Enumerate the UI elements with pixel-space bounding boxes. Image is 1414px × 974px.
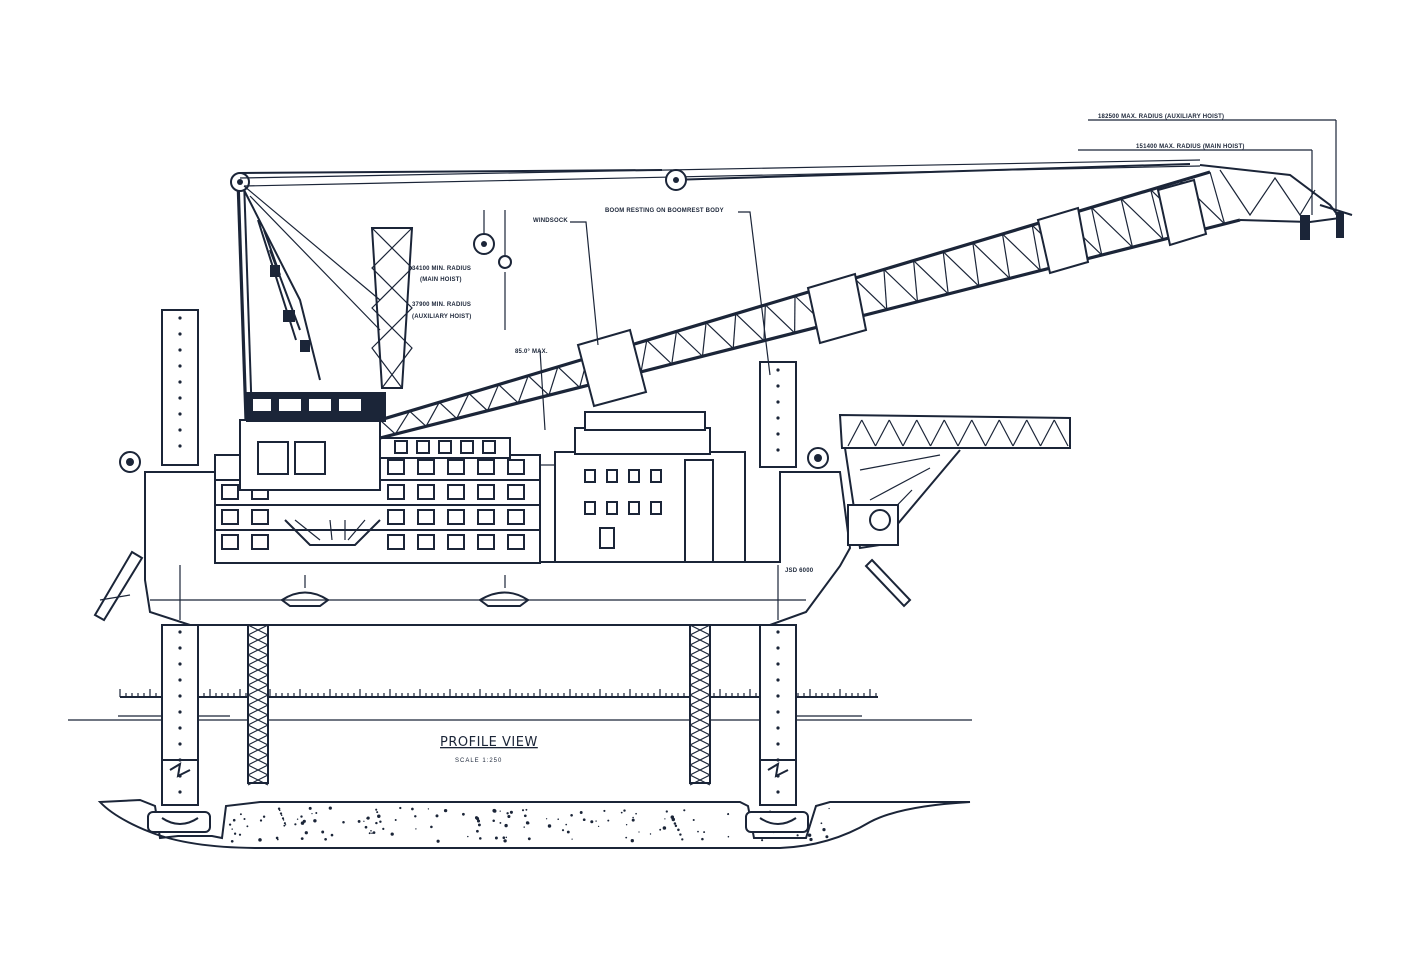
leader-lines — [504, 119, 1337, 431]
label-aux-max-radius: 182500 MAX. RADIUS (AUXILIARY HOIST) — [1098, 114, 1224, 120]
leg-right — [745, 361, 809, 833]
seabed — [97, 798, 971, 849]
drawing-scale: SCALE 1:250 — [455, 758, 502, 764]
label-main-min-radius-sub: (MAIN HOIST) — [420, 277, 462, 283]
deck-winch-fwd — [807, 447, 829, 469]
helideck — [838, 413, 1071, 550]
lifeboat-fwd — [478, 575, 530, 607]
side-davit-fwd — [864, 558, 912, 608]
label-vessel-name: JSD 6000 — [785, 568, 814, 574]
lifeboat-aft — [280, 575, 330, 607]
lattice-leg-aft — [247, 624, 269, 786]
deck-winch-aft — [119, 451, 141, 473]
hook-block-main — [473, 210, 512, 269]
deckhouse-fwd — [540, 411, 746, 563]
water-line — [68, 715, 972, 721]
label-main-min-radius: 34100 MIN. RADIUS — [412, 266, 471, 272]
label-aux-min-radius-sub: (AUXILIARY HOIST) — [412, 314, 471, 320]
side-davit-aft — [93, 550, 144, 622]
main-boom — [379, 164, 1353, 440]
label-main-max-radius: 151400 MAX. RADIUS (MAIN HOIST) — [1136, 144, 1245, 150]
label-aux-min-radius: 37900 MIN. RADIUS — [412, 302, 471, 308]
label-max-angle: 85.0° MAX. — [515, 349, 548, 355]
crane-mast — [230, 172, 414, 421]
drawing-title: PROFILE VIEW — [440, 735, 538, 750]
label-boom-rest: BOOM RESTING ON BOOMREST BODY — [605, 208, 724, 214]
boom-pendants — [239, 159, 1201, 331]
leg-left — [147, 309, 211, 833]
crane-house — [239, 392, 511, 491]
label-windsock: WINDSOCK — [533, 218, 568, 224]
